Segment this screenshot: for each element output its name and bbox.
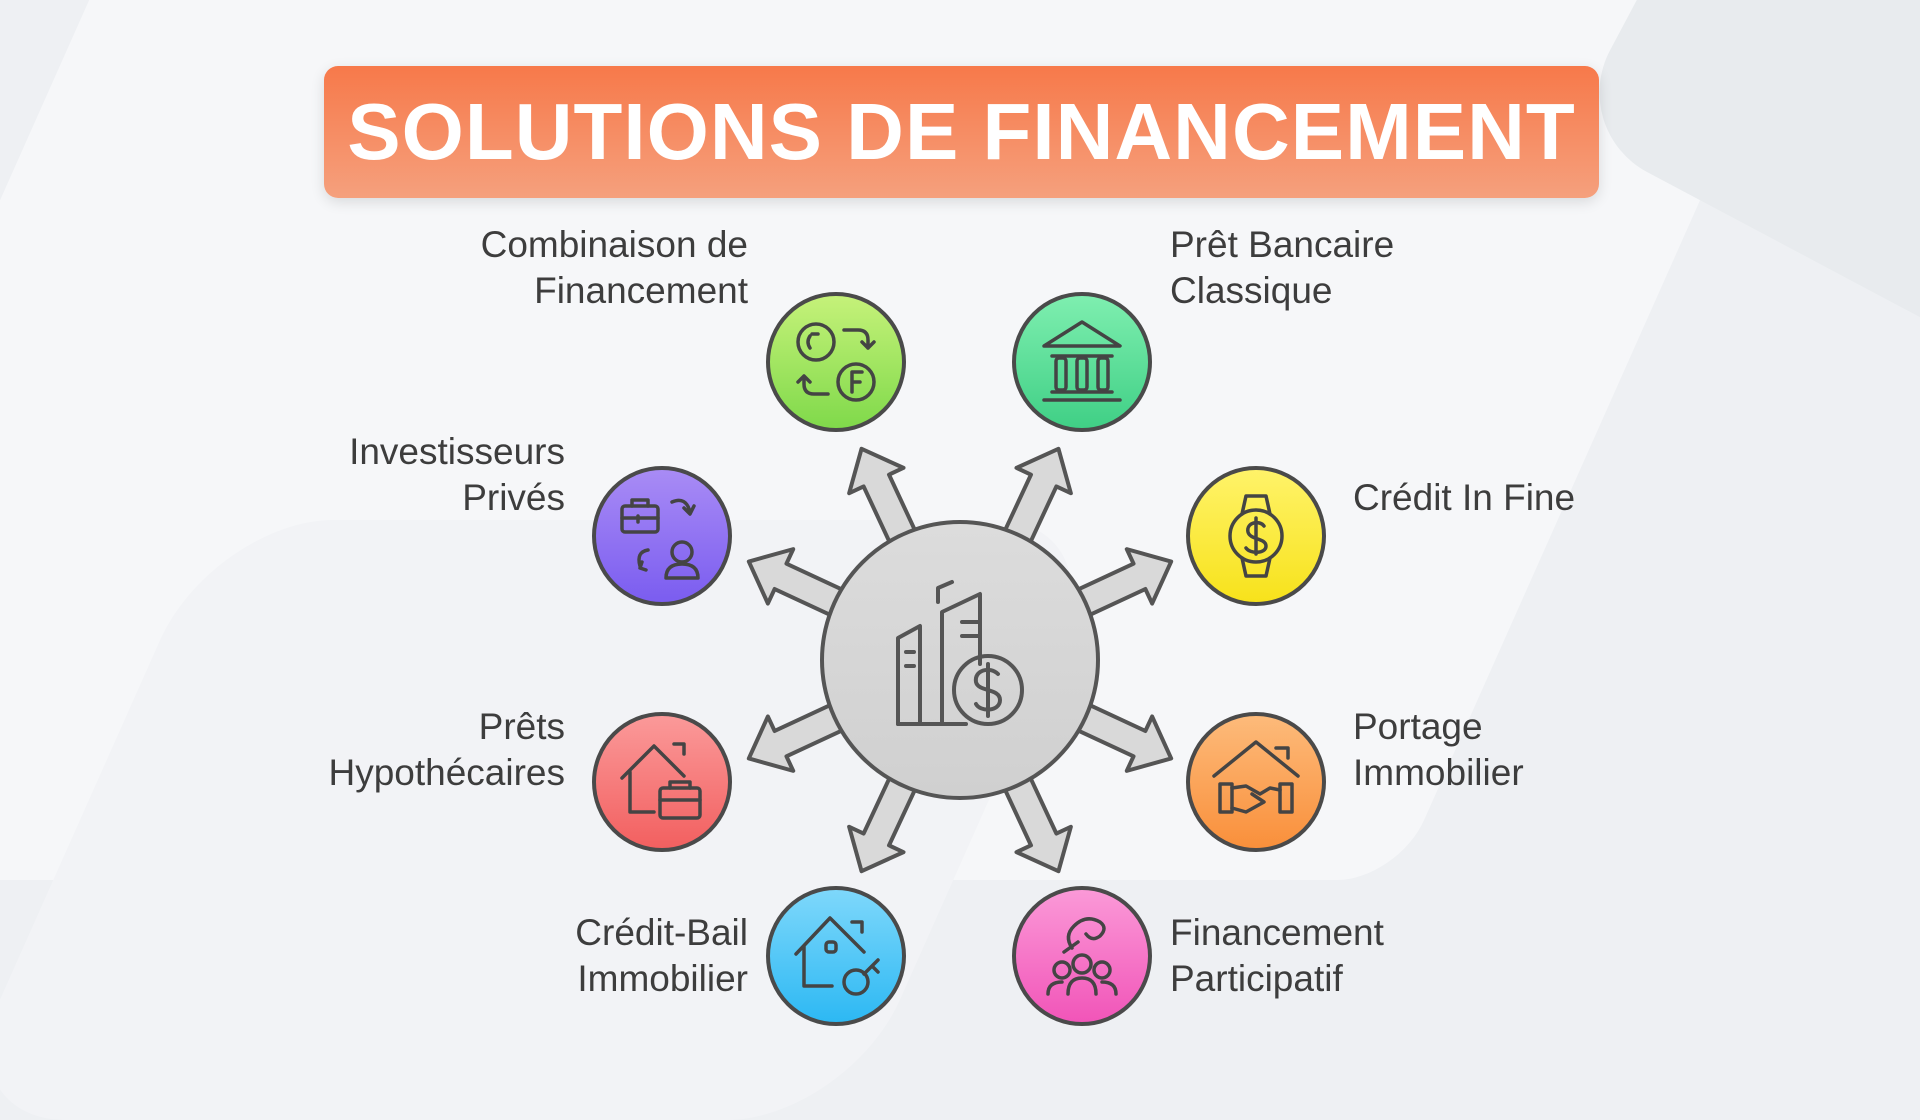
central-hub <box>746 446 1174 874</box>
bank-icon <box>1042 320 1122 402</box>
currency-exchange-icon <box>796 322 876 402</box>
node-combinaison <box>766 292 906 432</box>
label-line: Immobilier <box>577 958 748 999</box>
label-line: Hypothécaires <box>328 752 565 793</box>
node-prets-hypothecaires <box>592 712 732 852</box>
label-line: Classique <box>1170 270 1333 311</box>
label-line: Financement <box>534 270 748 311</box>
node-portage <box>1186 712 1326 852</box>
node-investisseurs <box>592 466 732 606</box>
label-line: Crédit In Fine <box>1353 477 1576 518</box>
label-line: Investisseurs <box>349 431 565 472</box>
label-line: Combinaison de <box>480 224 748 265</box>
hub-arrow <box>999 768 1073 874</box>
label-line: Prêt Bancaire <box>1170 224 1395 265</box>
label-combinaison: Combinaison de Financement <box>481 222 748 314</box>
label-line: Prêts <box>478 706 565 747</box>
label-line: Privés <box>462 477 565 518</box>
hub-arrow <box>1068 699 1174 773</box>
crowd-hand-icon <box>1046 917 1118 996</box>
label-line: Immobilier <box>1353 752 1524 793</box>
node-financement-participatif <box>1012 886 1152 1026</box>
label-line: Portage <box>1353 706 1483 747</box>
hub-arrow <box>847 446 921 552</box>
briefcase-person-icon <box>620 498 700 580</box>
house-key-icon <box>794 916 880 996</box>
node-credit-in-fine <box>1186 466 1326 606</box>
node-pret-bancaire <box>1012 292 1152 432</box>
node-circle <box>592 466 732 606</box>
title-banner: SOLUTIONS DE FINANCEMENT <box>324 66 1599 198</box>
node-circle <box>592 712 732 852</box>
hub-arrow <box>746 547 852 621</box>
label-credit-in-fine: Crédit In Fine <box>1353 475 1575 521</box>
label-line: Financement <box>1170 912 1384 953</box>
buildings-dollar-icon <box>896 580 1024 726</box>
page-title: SOLUTIONS DE FINANCEMENT <box>347 87 1576 176</box>
hub-arrow <box>847 768 921 874</box>
diagram <box>592 292 1326 1026</box>
node-circle <box>766 886 906 1026</box>
house-handshake-icon <box>1212 740 1300 814</box>
hub-arrow <box>999 446 1073 552</box>
dollar-watch-icon <box>1228 494 1284 578</box>
node-circle <box>766 292 906 432</box>
node-circle <box>1186 712 1326 852</box>
hub-circle <box>820 520 1100 800</box>
label-line: Crédit-Bail <box>575 912 748 953</box>
node-circle <box>1012 292 1152 432</box>
nodes <box>592 292 1326 1026</box>
hub-arrow <box>746 699 852 773</box>
house-briefcase-icon <box>620 742 702 820</box>
hub-arrow <box>1068 547 1174 621</box>
node-credit-bail <box>766 886 906 1026</box>
label-line: Participatif <box>1170 958 1343 999</box>
